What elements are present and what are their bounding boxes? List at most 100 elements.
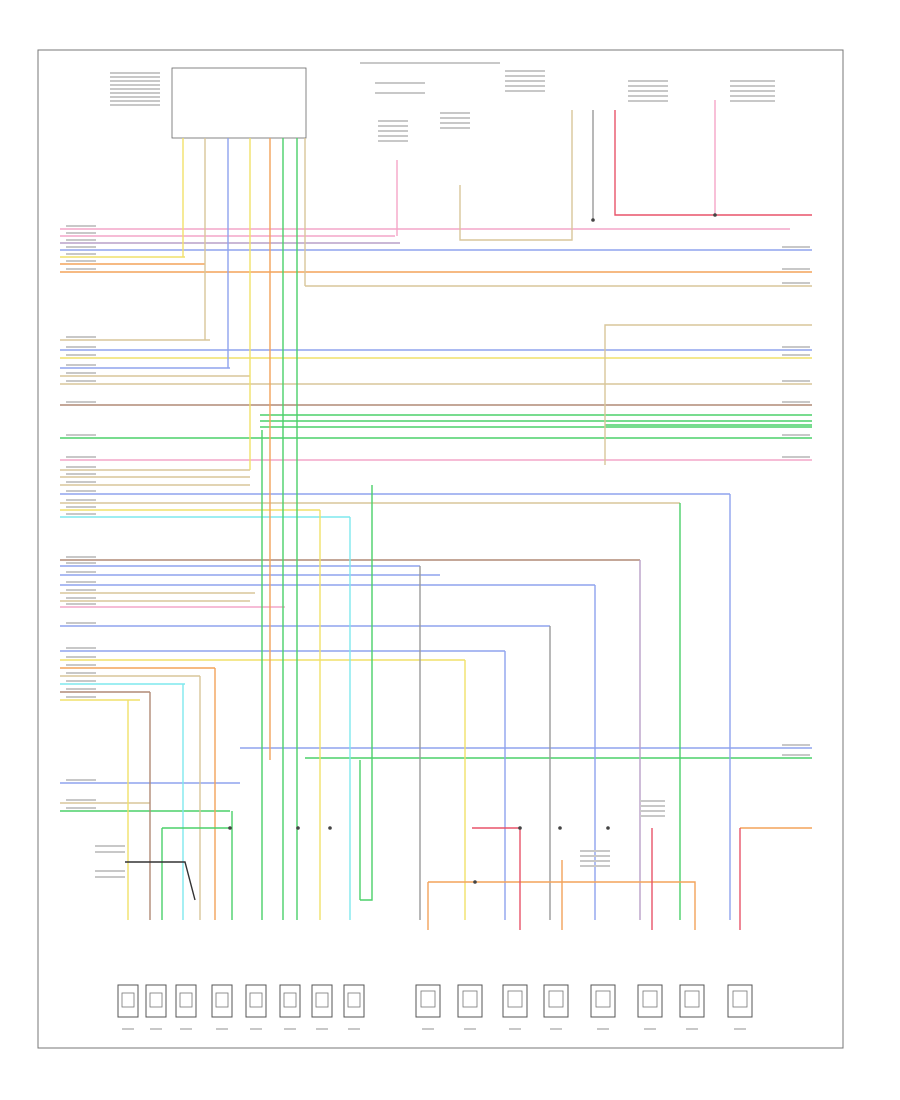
sensor-title-text <box>378 135 408 137</box>
ecm-title-text <box>110 96 160 98</box>
ignition-coil-3 <box>502 984 528 1018</box>
fuel-injector-3 <box>175 984 197 1018</box>
sensor-title-text <box>640 810 665 812</box>
fuel-injector-2 <box>145 984 167 1018</box>
wire-color-label <box>782 282 810 284</box>
wire-color-label <box>782 434 810 436</box>
wire-color-label <box>66 597 96 599</box>
splice-dot <box>713 213 717 217</box>
label-group <box>66 62 810 1030</box>
ecm-title-text <box>110 72 160 74</box>
splice-dot <box>296 826 300 830</box>
ignition-coil-body <box>642 990 658 1008</box>
wire-color-label <box>66 807 96 809</box>
wire-color-label <box>66 589 96 591</box>
wire-color-label <box>66 664 96 666</box>
wire-color-label <box>66 253 96 255</box>
wire-color-label <box>782 754 810 756</box>
wire-color-label <box>66 336 96 338</box>
ignition-coil-body <box>462 990 478 1008</box>
relay-title-text <box>730 90 775 92</box>
side-note-text <box>95 845 125 847</box>
sensor-title-text <box>378 140 408 142</box>
pin-number-text <box>250 1028 262 1030</box>
wire-color-label <box>782 354 810 356</box>
pin-number-text <box>422 1028 434 1030</box>
fuel-injector-6 <box>279 984 301 1018</box>
wire-color-label <box>782 401 810 403</box>
wire-color-label <box>66 688 96 690</box>
sensor-title-text <box>628 90 668 92</box>
wire-color-label <box>66 571 96 573</box>
sensor-title-text <box>440 122 470 124</box>
side-note-text <box>95 870 125 872</box>
splice-dot <box>328 826 332 830</box>
wire-color-label <box>66 779 96 781</box>
wire-color-label <box>66 372 96 374</box>
wire-color-label <box>66 380 96 382</box>
sensor-title-text <box>505 90 545 92</box>
wire-color-label <box>66 260 96 262</box>
ignition-coil-6 <box>637 984 663 1018</box>
wire-color-label <box>66 680 96 682</box>
pin-number-text <box>316 1028 328 1030</box>
ignition-coil-body <box>548 990 564 1008</box>
sensor-title-text <box>505 70 545 72</box>
sensor-signal-wire <box>360 485 373 901</box>
wire-color-label <box>66 556 96 558</box>
wire-color-label <box>66 481 96 483</box>
wire-color-label <box>66 799 96 801</box>
ecm-title-text <box>110 76 160 78</box>
sensor-title-text <box>628 100 668 102</box>
header-text <box>375 92 425 94</box>
wire-harness <box>60 100 812 930</box>
fuel-injector-body <box>283 992 297 1008</box>
fuel-injector-8 <box>343 984 365 1018</box>
ecm-title-text <box>110 92 160 94</box>
side-note-text <box>95 876 125 878</box>
wire-color-label <box>66 506 96 508</box>
pin-number-text <box>464 1028 476 1030</box>
relay-title-text <box>730 80 775 82</box>
wire-color-label <box>66 225 96 227</box>
diagram-frame <box>37 49 844 1049</box>
wire-color-label <box>66 354 96 356</box>
ecm-title-text <box>110 88 160 90</box>
ignition-coil-body <box>732 990 748 1008</box>
fuel-injector-7 <box>311 984 333 1018</box>
wire-color-label <box>66 656 96 658</box>
sensor-title-text <box>640 815 665 817</box>
pin-number-text <box>509 1028 521 1030</box>
ignition-coil-4 <box>543 984 569 1018</box>
pin-number-text <box>180 1028 192 1030</box>
wire-color-label <box>66 239 96 241</box>
sensor-title-text <box>378 125 408 127</box>
wire-color-label <box>66 456 96 458</box>
sensor-title-text <box>640 805 665 807</box>
wire-color-label <box>66 622 96 624</box>
pin-number-text <box>284 1028 296 1030</box>
ecm-title-text <box>110 104 160 106</box>
sensor-title-text <box>640 800 665 802</box>
connector-pins <box>228 213 717 884</box>
header-text <box>375 82 425 84</box>
wire-color-label <box>66 246 96 248</box>
sensor-title-text <box>505 85 545 87</box>
sensor-title-text <box>628 95 668 97</box>
fuel-injector-4 <box>211 984 233 1018</box>
ecm-title-text <box>110 80 160 82</box>
relay-title-text <box>730 95 775 97</box>
relay-title-text <box>730 100 775 102</box>
wire-color-label <box>66 268 96 270</box>
wire-color-label <box>66 562 96 564</box>
sensor-title-text <box>378 120 408 122</box>
wire-color-label <box>66 672 96 674</box>
fuel-injector-body <box>249 992 263 1008</box>
sensor-title-text <box>378 130 408 132</box>
wire-color-label <box>66 364 96 366</box>
sensor-title-text <box>440 117 470 119</box>
fuel-injector-body <box>121 992 135 1008</box>
pin-number-text <box>734 1028 746 1030</box>
ignition-coil-8 <box>727 984 753 1018</box>
